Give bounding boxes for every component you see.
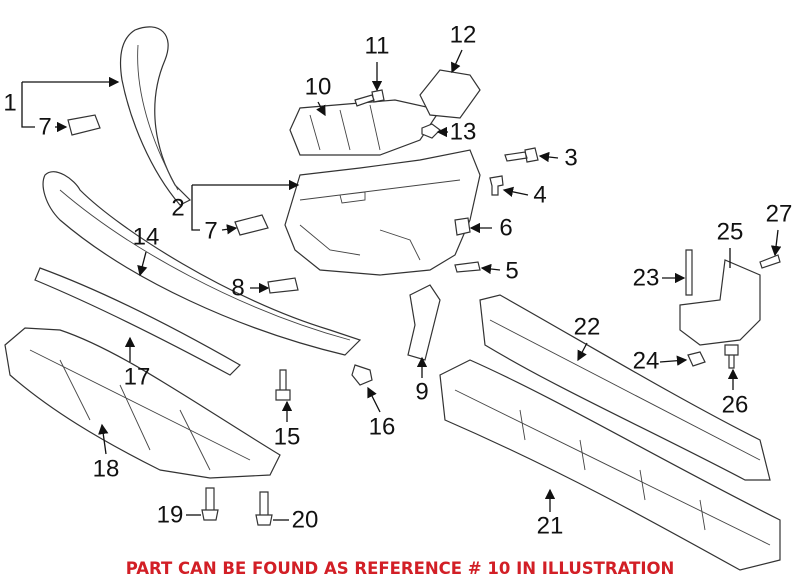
part-22-impact-absorber (479, 294, 771, 481)
callout-9: 9 (415, 378, 428, 405)
callout-6: 6 (499, 214, 512, 241)
callout-24: 24 (633, 347, 660, 374)
callout-27: 27 (766, 200, 793, 227)
part-7-cover-cap-lower (234, 214, 269, 236)
part-17-trim-strip (34, 267, 241, 376)
part-12-guide-bracket (419, 69, 481, 119)
reference-note: PART CAN BE FOUND AS REFERENCE # 10 IN I… (126, 559, 675, 578)
callout-1: 1 (3, 89, 16, 116)
callout-18: 18 (93, 455, 120, 482)
callout-5: 5 (505, 257, 518, 284)
callout-4: 4 (533, 181, 546, 208)
callout-21: 21 (537, 512, 564, 539)
part-26-bolt (724, 344, 739, 369)
part-1-grille-trim (119, 26, 192, 206)
callout-25: 25 (717, 218, 744, 245)
callout-12: 12 (450, 21, 477, 48)
callout-20: 20 (292, 506, 319, 533)
part-25-mount-bracket (679, 259, 761, 346)
part-8-bracket (267, 277, 299, 294)
part-24-nut (687, 351, 706, 367)
callout-3: 3 (564, 144, 577, 171)
callout-10: 10 (305, 73, 332, 100)
part-13-nut (421, 123, 441, 139)
callout-23: 23 (633, 264, 660, 291)
callout-7-lower: 7 (204, 217, 217, 244)
part-6-nut (454, 217, 471, 236)
part-19-screw (201, 487, 219, 521)
part-9-bracket (407, 284, 441, 361)
part-7-cover-cap (67, 114, 101, 136)
callout-labels: 1 7 11 12 10 13 3 4 2 7 6 14 25 27 23 8 … (3, 21, 792, 539)
part-18-skid-plate (4, 327, 281, 479)
part-4-clip (489, 175, 504, 196)
part-14-spoiler (42, 171, 362, 356)
callout-15: 15 (274, 423, 301, 450)
callout-7: 7 (38, 113, 51, 140)
leader-lines (21, 49, 782, 521)
callout-17: 17 (124, 363, 151, 390)
callout-22: 22 (574, 313, 601, 340)
callout-11: 11 (365, 32, 390, 59)
part-10-bracket (289, 99, 441, 156)
part-23-bolt (685, 249, 693, 296)
callout-16: 16 (369, 413, 396, 440)
part-3-bolt (504, 147, 539, 163)
part-21-reinforcement-bar (439, 359, 781, 571)
part-15-bolt (275, 369, 291, 401)
part-27-bolt (759, 254, 781, 269)
callout-13: 13 (450, 118, 477, 145)
part-2-bumper-cover (284, 149, 481, 276)
callout-14: 14 (133, 223, 160, 250)
callout-2: 2 (171, 194, 184, 221)
callout-26: 26 (722, 391, 749, 418)
callout-8: 8 (231, 274, 244, 301)
part-20-screw (255, 491, 273, 526)
part-16-bolt (351, 364, 373, 386)
part-5-bolt (454, 261, 481, 273)
callout-19: 19 (157, 501, 184, 528)
